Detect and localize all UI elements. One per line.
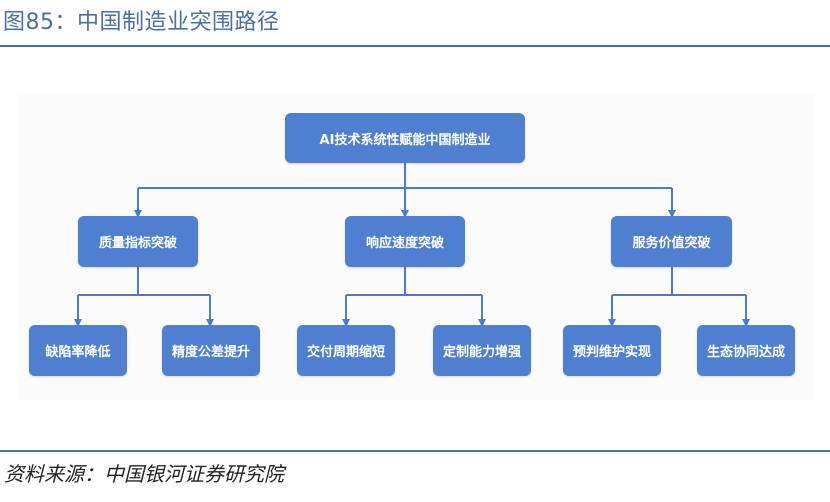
leaf-node-customization: 定制能力增强 bbox=[433, 325, 531, 376]
bottom-rule bbox=[0, 450, 830, 452]
root-node: AI技术系统性赋能中国制造业 bbox=[285, 113, 525, 163]
leaf-node-predictive-maintenance: 预判维护实现 bbox=[563, 325, 661, 376]
branch-node-quality: 质量指标突破 bbox=[78, 216, 198, 267]
leaf-node-delivery-cycle: 交付周期缩短 bbox=[297, 325, 395, 376]
leaf-node-precision: 精度公差提升 bbox=[162, 325, 260, 376]
source-note: 资料来源：中国银河证券研究院 bbox=[4, 462, 284, 486]
figure-title: 图85：中国制造业突围路径 bbox=[3, 10, 280, 35]
branch-node-response: 响应速度突破 bbox=[345, 216, 465, 267]
leaf-node-defect-rate: 缺陷率降低 bbox=[29, 325, 127, 376]
top-rule bbox=[0, 45, 830, 47]
leaf-node-ecosystem-synergy: 生态协同达成 bbox=[697, 325, 795, 376]
branch-node-service: 服务价值突破 bbox=[611, 216, 732, 267]
